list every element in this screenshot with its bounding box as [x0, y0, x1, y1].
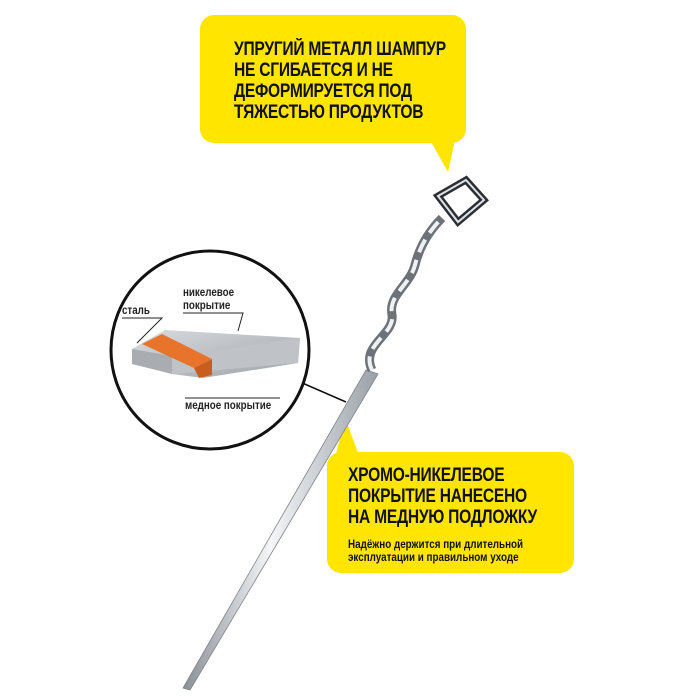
- label-nickel-line: никелевое: [183, 287, 235, 299]
- heading-line: ХРОМО-НИКЕЛЕВОЕ: [348, 465, 505, 486]
- label-copper: медное покрытие: [185, 400, 272, 412]
- top-callout: УПРУГИЙ МЕТАЛЛ ШАМПУР НЕ СГИБАЕТСЯ И НЕ …: [200, 15, 466, 143]
- skewer-twist: [365, 214, 446, 372]
- subtext-line: эксплуатации и правильном уходе: [348, 550, 519, 564]
- copper-layer: [142, 334, 212, 368]
- skewer-blade: [182, 369, 379, 691]
- bottom-callout-tail: [335, 418, 360, 458]
- label-nickel-line: покрытие: [183, 300, 231, 312]
- bottom-callout: ХРОМО-НИКЕЛЕВОЕ ПОКРЫТИЕ НАНЕСЕНО НА МЕД…: [327, 452, 574, 573]
- connector-line: [299, 381, 347, 403]
- skewer-ring: [432, 175, 490, 228]
- label-nickel: никелевое покрытие: [183, 287, 234, 313]
- top-callout-tail: [430, 140, 455, 172]
- subtext-line: Надёжно держится при длительной: [348, 537, 524, 551]
- heading-line: ТЯЖЕСТЬЮ ПРОДУКТОВ: [234, 102, 424, 123]
- heading-line: УПРУГИЙ МЕТАЛЛ ШАМПУР: [234, 39, 446, 60]
- top-callout-heading: УПРУГИЙ МЕТАЛЛ ШАМПУР НЕ СГИБАЕТСЯ И НЕ …: [234, 39, 446, 123]
- label-steel: сталь: [122, 305, 150, 317]
- heading-line: ДЕФОРМИРУЕТСЯ ПОД: [234, 81, 412, 102]
- bottom-callout-heading: ХРОМО-НИКЕЛЕВОЕ ПОКРЫТИЕ НАНЕСЕНО НА МЕД…: [348, 465, 537, 528]
- bottom-callout-subtext: Надёжно держится при длительной эксплуат…: [348, 538, 523, 564]
- heading-line: ПОКРЫТИЕ НАНЕСЕНО: [348, 486, 527, 507]
- heading-line: НА МЕДНУЮ ПОДЛОЖКУ: [348, 507, 537, 528]
- heading-line: НЕ СГИБАЕТСЯ И НЕ: [234, 60, 393, 81]
